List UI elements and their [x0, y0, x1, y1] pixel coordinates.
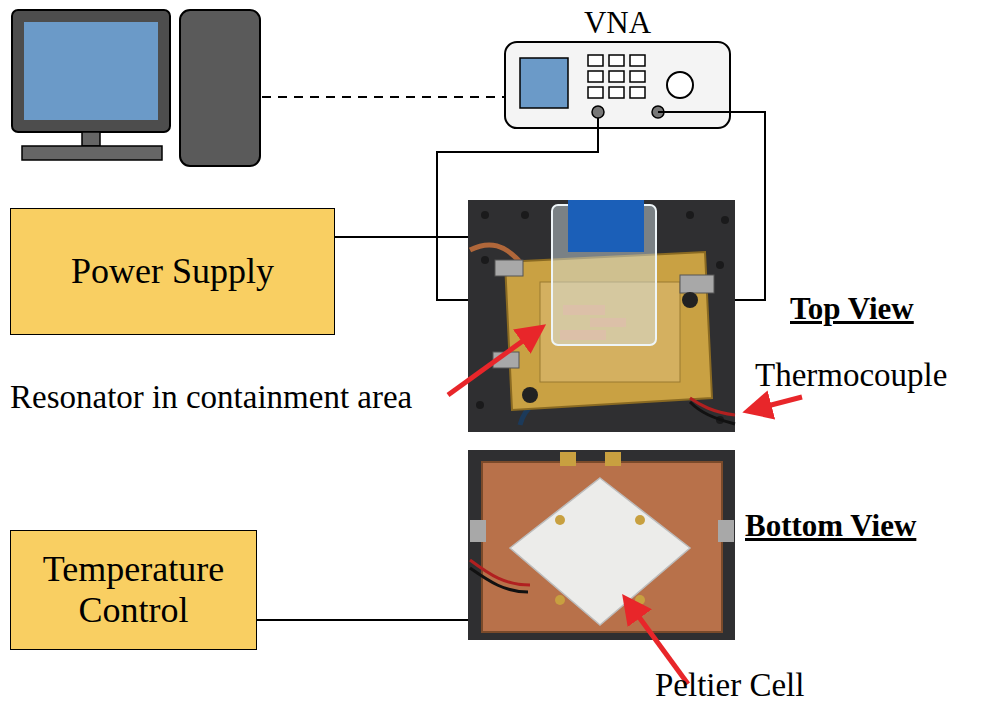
callout-arrows: [448, 330, 802, 684]
view-heading: Bottom View: [745, 507, 916, 544]
vna-instrument: [505, 42, 730, 128]
callout-label: Thermocouple: [755, 356, 947, 396]
node-text: Temperature Control: [21, 549, 246, 632]
view-heading: Top View: [790, 290, 914, 327]
top-view-photo: [468, 200, 735, 432]
data-link: [262, 96, 505, 98]
computer-icon: [12, 10, 260, 166]
callout-label: Peltier Cell: [655, 666, 804, 706]
node-text: Power Supply: [71, 251, 274, 292]
process-box: Power Supply: [10, 208, 335, 335]
bottom-view-photo: [468, 450, 735, 640]
callout-label: Resonator in containment area: [10, 378, 442, 418]
node-text: VNA: [505, 4, 730, 41]
process-box: Temperature Control: [10, 530, 257, 650]
instrument-label: VNA: [505, 4, 730, 42]
